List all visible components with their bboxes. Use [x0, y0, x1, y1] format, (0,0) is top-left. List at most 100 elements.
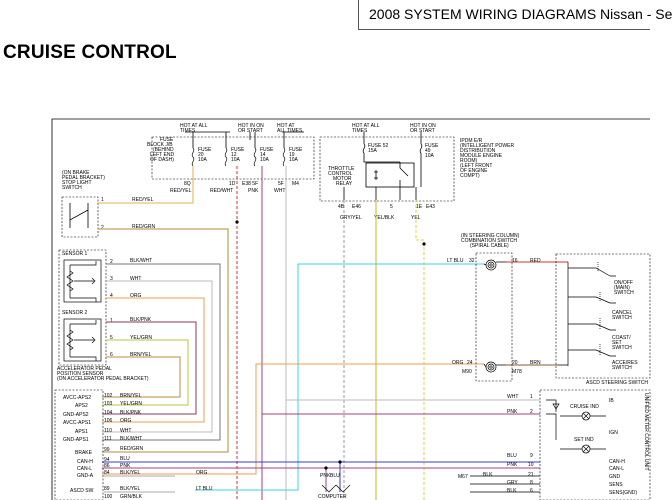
- accel-pin-6: 6: [110, 352, 113, 358]
- meter-term-can-h: CAN-H: [609, 459, 625, 465]
- fuse-block-outline: [151, 136, 315, 180]
- meter-term-ib: IB: [609, 398, 614, 404]
- ecm-wire-yelgrn: YEL/GRN: [120, 401, 142, 407]
- meter-wire-pnk: PNK: [507, 409, 518, 415]
- ecm-pin-89: 89: [104, 486, 110, 492]
- accel-wire-wht: WHT: [130, 276, 141, 282]
- ecm-wire-blu: BLU: [120, 456, 130, 462]
- spiral-pin-32: 32: [469, 258, 475, 264]
- wire-lt-blu: [195, 263, 484, 491]
- spiral-org: ORG: [452, 360, 464, 366]
- diagram-frame: [51, 118, 650, 500]
- ecm-gnd-aps1: GND-APS1: [63, 437, 89, 443]
- ecm-wire-blkwht: BLK/WHT: [120, 436, 142, 442]
- ecm-pin-102: 102: [104, 393, 113, 399]
- ascd-box: [555, 253, 651, 379]
- meter-m67: M67: [458, 474, 468, 480]
- fuse-pin-e38: E38 5F: [242, 181, 258, 187]
- ecm-pin-111: 111: [104, 436, 112, 442]
- accel-wire-yelgrn: YEL/GRN: [130, 335, 152, 341]
- fuse-wire-redyel: RED/YEL: [170, 188, 192, 194]
- meter-pin-21: 21: [528, 472, 534, 478]
- stop-switch-box: [61, 196, 99, 238]
- ecm-wire-blkyel-1: BLK/YEL: [120, 470, 141, 476]
- ecm-wire-org: ORG: [120, 418, 132, 424]
- meter-wire-blk-2: BLK: [507, 488, 517, 494]
- ecm-lower-org: ORG: [196, 470, 208, 476]
- accel-pin-1: 1: [110, 318, 113, 324]
- ascd-label: ASCD STEERING SWITCH: [586, 380, 648, 386]
- ecm-ascd-sw: ASCD SW: [70, 488, 94, 494]
- computer-wire-blu: BLU: [330, 473, 340, 479]
- meter-term-gnd: GND: [609, 474, 621, 480]
- ecm-pin-84: 84: [104, 470, 110, 476]
- stop-wire-redgrn: RED/GRN: [132, 224, 155, 230]
- ecm-pin-106: 106: [104, 418, 113, 424]
- ecm-wire-redgrn: RED/GRN: [120, 446, 143, 452]
- meter-wire-blu: BLU: [507, 453, 517, 459]
- meter-pin-9: 9: [530, 453, 533, 459]
- spiral-red: RED: [530, 258, 541, 264]
- wire-meter-blk: [470, 475, 540, 493]
- ecm-brake: BRAKE: [75, 450, 93, 456]
- computer-wire-pnk: PNK: [320, 473, 331, 479]
- ipdm-pin-4b: 4B: [338, 204, 345, 210]
- ipdm-pin-e43: E43: [426, 204, 435, 210]
- ecm-wire-pnk: PNK: [120, 463, 131, 469]
- meter-pin-10: 10: [528, 462, 534, 468]
- accel-pin-5: 5: [110, 335, 113, 341]
- wiring-harness: [98, 166, 568, 500]
- wire-yel-grn: [102, 339, 189, 406]
- spiral-m90: M90: [462, 369, 472, 375]
- meter-wire-wht: WHT: [507, 394, 518, 400]
- wire-blk-wht: [102, 263, 221, 441]
- accel-wire-brnyel: BRN/YEL: [130, 352, 152, 358]
- wire-red-grn: [98, 228, 229, 453]
- fuse-wire-pnk: PNK: [248, 188, 259, 194]
- wire-red-yel: [98, 166, 194, 204]
- ecm-wire-blkpnk: BLK/PNK: [120, 410, 142, 416]
- meter-wire-pnk-2: PNK: [507, 462, 518, 468]
- ecm-can-h: CAN-H: [77, 459, 93, 465]
- meter-pin-8: 8: [530, 480, 533, 486]
- meter-set-ind: SET IND: [574, 437, 594, 443]
- spiral-cable: (IN STEERING COLUMN)COMBINATION SWITCH(S…: [447, 233, 541, 382]
- spiral-pin-16: 16: [512, 258, 518, 264]
- spiral-pin-20: 20: [512, 360, 518, 366]
- sensor-1-label: SENSOR 1: [62, 251, 88, 257]
- meter-label: UNIFIED METER CONTROL UNIT: [643, 393, 649, 471]
- ascd-onoff: ON/OFF(MAIN)SWITCH: [614, 280, 634, 296]
- meter-pin-6: 6: [530, 488, 533, 494]
- spiral-pin-24: 24: [467, 360, 473, 366]
- ipdm-outline: [319, 136, 455, 202]
- ecm-pin-94: 94: [104, 457, 110, 463]
- ecm-pin-103: 103: [104, 401, 113, 407]
- document-title: 2008 SYSTEM WIRING DIAGRAMS Nissan - Se: [369, 6, 672, 22]
- ecm-pin-104: 104: [104, 410, 113, 416]
- accel-sensor-box: [58, 249, 107, 366]
- ecm-pin-110: 110: [104, 428, 112, 434]
- wire-wht: [102, 280, 213, 433]
- spiral-brn: BRN: [530, 360, 541, 366]
- meter-term-ign: IGN: [609, 430, 618, 436]
- ecm-pin-100: 100: [104, 494, 113, 500]
- ipdm-pin-1e: 1E: [416, 204, 423, 210]
- accel-wire-blkpnk: BLK/PNK: [130, 317, 152, 323]
- fuse-pin-8q: 8Q: [184, 181, 191, 187]
- ecm-gnd-a: GND-A: [77, 473, 94, 479]
